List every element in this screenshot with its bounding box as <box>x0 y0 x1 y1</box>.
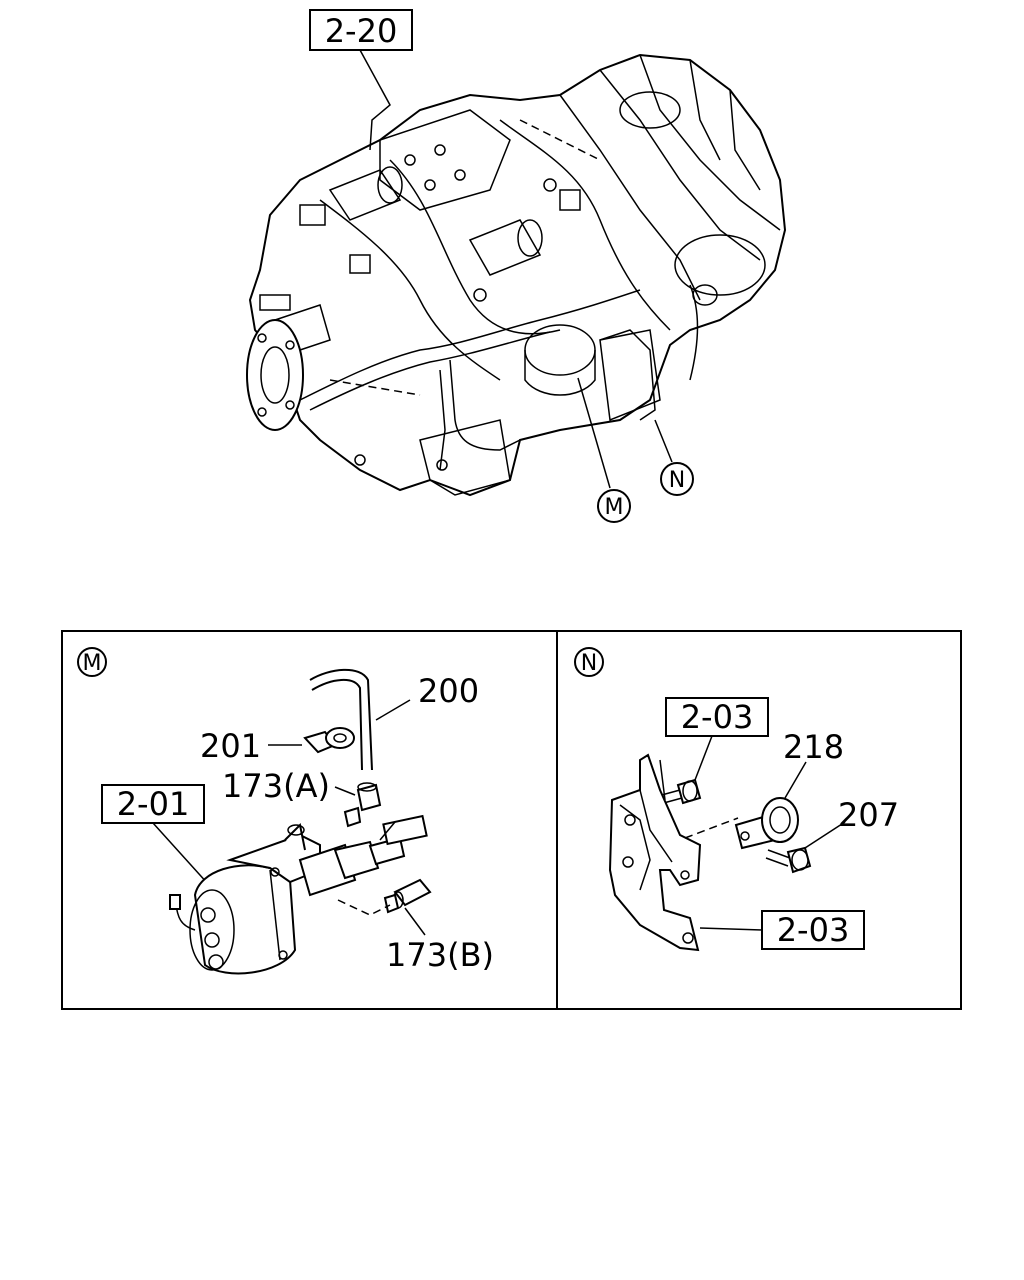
panel-m-tag: M <box>83 651 102 676</box>
callout-m-top: M <box>577 377 631 523</box>
clip-201 <box>303 727 355 754</box>
ref-box-2-03-bottom <box>761 910 865 950</box>
fitting-173a <box>343 782 382 828</box>
ref-box-2-01 <box>101 784 205 824</box>
hose-200 <box>309 668 373 771</box>
switch-173b <box>383 878 432 914</box>
callout-n-top-label: N <box>669 468 685 493</box>
label-200: 200 <box>418 672 479 710</box>
label-218: 218 <box>783 728 844 766</box>
label-207: 207 <box>838 796 899 834</box>
callout-m-top-label: M <box>605 495 624 520</box>
ref-box-2-01-label: 2-01 <box>117 785 190 823</box>
ref-box-2-20: 2-20 <box>309 9 413 151</box>
panel-n-tag: N <box>581 651 597 676</box>
bolt-2-03 <box>657 778 702 805</box>
transmission-assembly-drawing <box>246 53 787 497</box>
label-201: 201 <box>200 727 261 765</box>
clutch-booster <box>169 814 428 975</box>
clamp-218 <box>734 797 799 850</box>
bracket <box>608 753 702 952</box>
panel-n: N 2-03 <box>574 647 899 952</box>
bolt-207 <box>765 846 812 874</box>
panel-m: M 200 201 173(A) 2-01 <box>77 647 494 975</box>
ref-box-2-20-label: 2-20 <box>325 12 398 50</box>
label-173b: 173(B) <box>386 936 494 974</box>
callout-n-top: N <box>654 419 694 496</box>
label-173a: 173(A) <box>222 767 330 805</box>
ref-box-2-03-bottom-label: 2-03 <box>777 911 850 949</box>
panel-m-tag-circle <box>77 647 107 677</box>
ref-box-2-03-top <box>665 697 769 737</box>
detail-panels-frame <box>61 630 962 1010</box>
ref-box-2-03-top-label: 2-03 <box>681 698 754 736</box>
panel-n-tag-circle <box>574 647 604 677</box>
